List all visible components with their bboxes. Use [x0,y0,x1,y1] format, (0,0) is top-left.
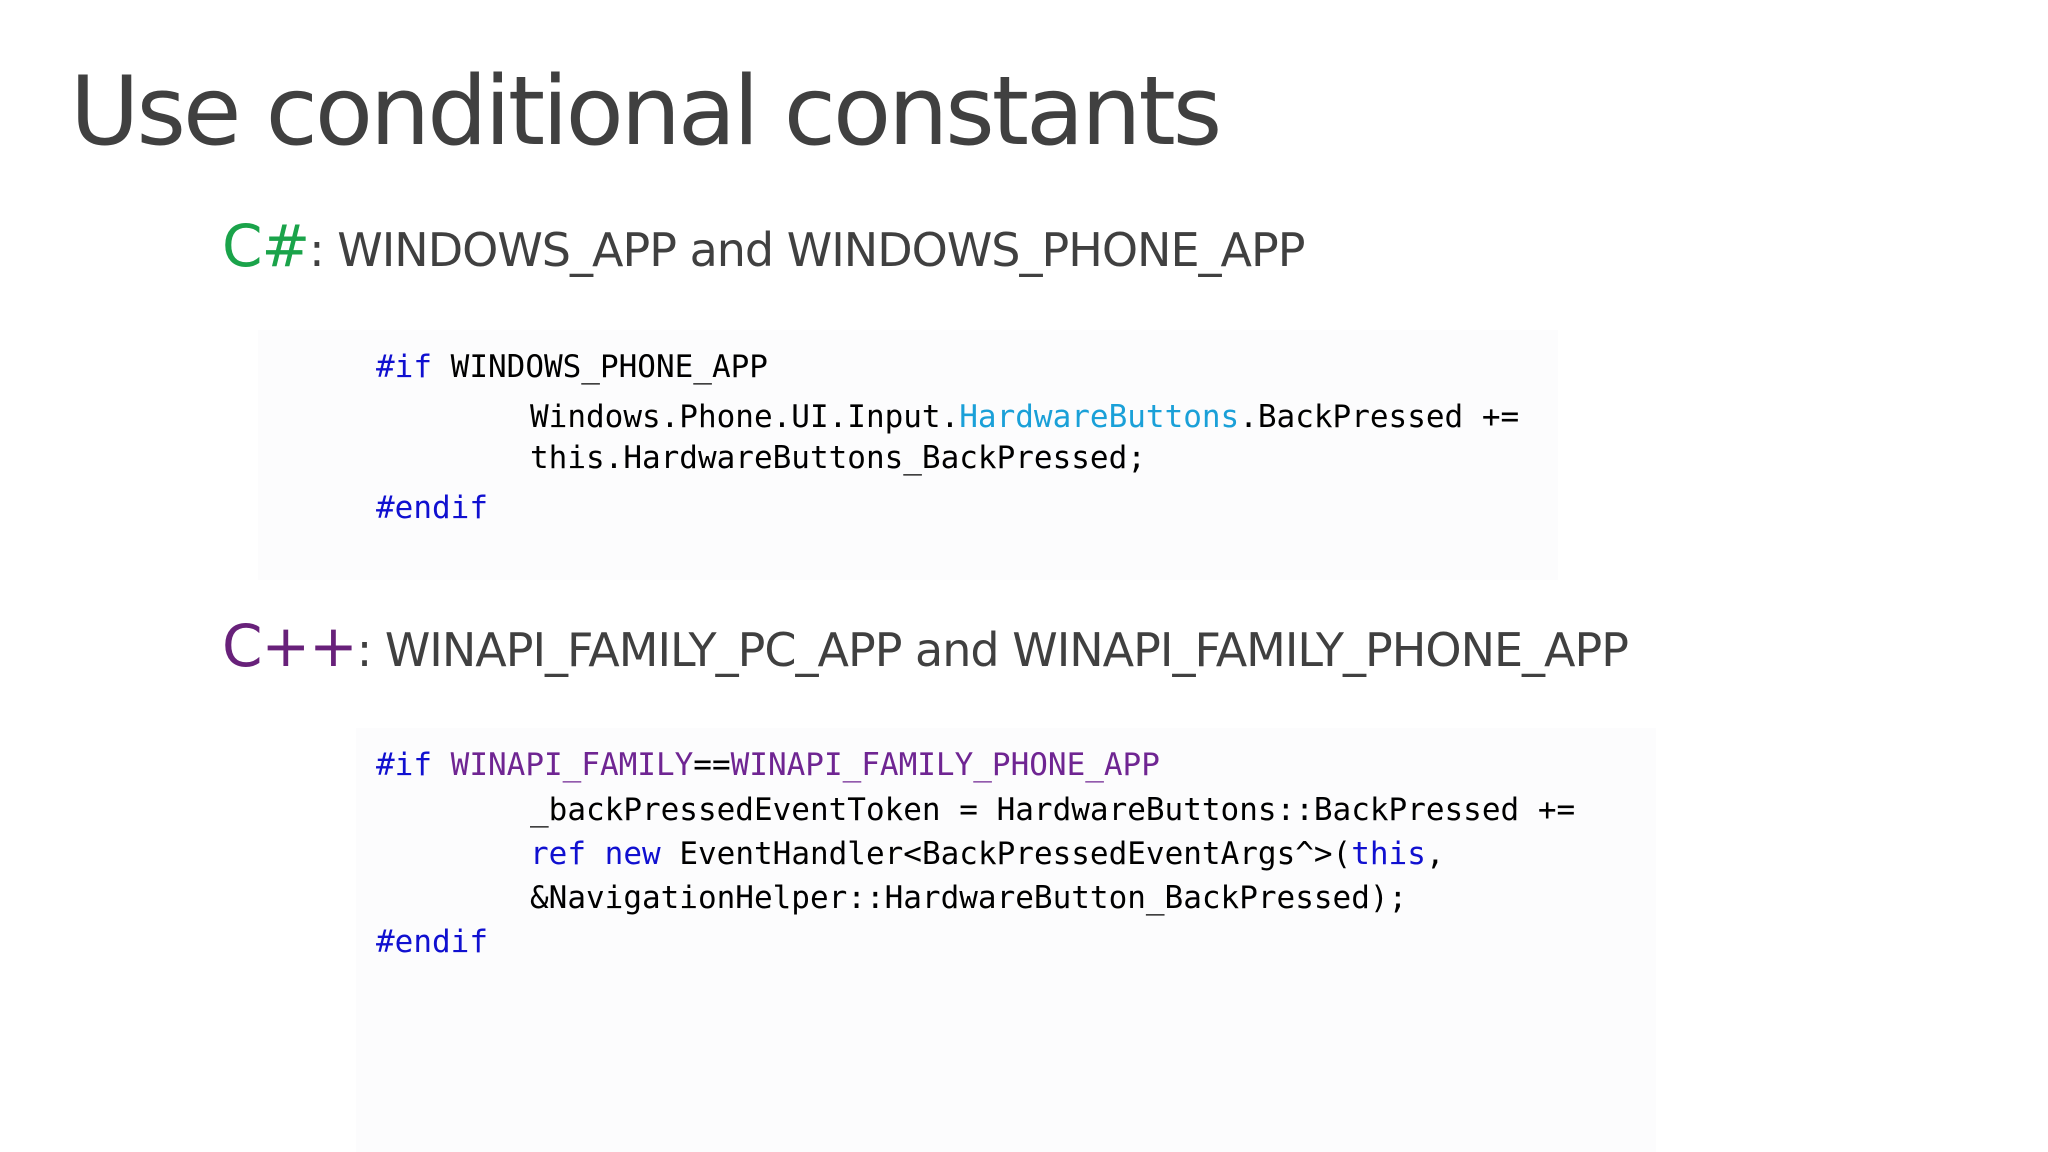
type-name: HardwareButtons [959,399,1240,435]
if-directive: #if [376,349,432,385]
csharp-code-line-endif: #endif [376,490,488,526]
cpp-code-block: #if WINAPI_FAMILY==WINAPI_FAMILY_PHONE_A… [356,728,1656,1152]
cpp-description: : WINAPI_FAMILY_PC_APP and WINAPI_FAMILY… [356,623,1629,677]
keyword: new [604,836,661,872]
macro-name: WINAPI_FAMILY_PHONE_APP [730,747,1160,783]
if-symbol: WINDOWS_PHONE_APP [432,349,768,385]
cpp-code-line-endif: #endif [376,924,488,960]
code-text: , [1425,836,1445,872]
code-text: Windows.Phone.UI.Input. [530,399,960,435]
code-text: EventHandler<BackPressedEventArgs^>( [660,836,1352,872]
csharp-code-line-if: #if WINDOWS_PHONE_APP [376,347,768,387]
csharp-code-line-3: this.HardwareButtons_BackPressed; [530,440,1146,476]
cpp-code-line-2: _backPressedEventToken = HardwareButtons… [530,792,1576,828]
cpp-code-line-3: ref new EventHandler<BackPressedEventArg… [530,834,1445,874]
csharp-code-block: #if WINDOWS_PHONE_APP Windows.Phone.UI.I… [258,330,1558,580]
macro-name: WINAPI_FAMILY [432,747,694,783]
keyword: this [1351,836,1426,872]
cpp-heading: C++: WINAPI_FAMILY_PC_APP and WINAPI_FAM… [222,616,1629,680]
operator: == [693,747,731,783]
cpp-code-line-4: &NavigationHelper::HardwareButton_BackPr… [530,880,1408,916]
csharp-code-line-2: Windows.Phone.UI.Input.HardwareButtons.B… [530,397,1519,437]
cpp-code-line-if: #if WINAPI_FAMILY==WINAPI_FAMILY_PHONE_A… [376,745,1160,785]
cpp-lang-label: C++ [222,612,358,680]
code-text: .BackPressed += [1239,399,1520,435]
slide-title: Use conditional constants [70,57,1222,167]
keyword: ref [530,836,586,872]
if-directive: #if [376,747,432,783]
csharp-heading: C#: WINDOWS_APP and WINDOWS_PHONE_APP [222,216,1305,280]
csharp-description: : WINDOWS_APP and WINDOWS_PHONE_APP [309,223,1305,277]
csharp-lang-label: C# [222,212,310,280]
